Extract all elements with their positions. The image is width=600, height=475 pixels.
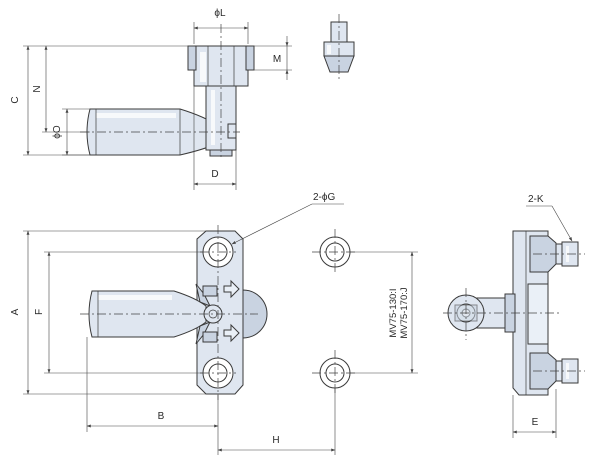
end-view: 2-K E <box>443 194 585 438</box>
dim-f: F <box>34 251 203 374</box>
dim-h: H <box>217 388 336 455</box>
label-a: A <box>10 308 21 315</box>
front-view-handle <box>88 290 207 338</box>
label-f: F <box>34 309 45 315</box>
label-b: B <box>158 411 165 422</box>
label-e: E <box>532 417 539 428</box>
label-h: H <box>272 435 279 446</box>
dim-a: A <box>10 230 206 395</box>
cam-knob <box>195 283 223 345</box>
label-c: C <box>10 96 21 103</box>
direction-arrow-icon <box>223 279 240 299</box>
mounting-hole-pattern: MV75-130:I MV75-170:J <box>312 229 418 396</box>
label-model-i: MV75-130:I <box>388 288 399 337</box>
dim-e: E <box>512 389 557 438</box>
leader-2-phi-g: 2-ϕG <box>231 192 344 245</box>
dim-c: C <box>10 45 194 156</box>
pattern-hole-top <box>312 229 358 275</box>
front-view: 2-ϕG A F B H <box>10 192 344 455</box>
label-d: D <box>211 169 218 180</box>
label-n: N <box>32 85 43 92</box>
top-end-view <box>323 14 355 80</box>
leader-2-k: 2-K <box>526 194 573 242</box>
dim-n: N <box>32 45 90 133</box>
dim-b: B <box>86 337 219 455</box>
side-view: ϕL M C N ϕO <box>10 8 292 190</box>
label-phi-o: ϕO <box>52 125 63 139</box>
direction-arrow-icon-2 <box>223 323 240 343</box>
dim-m: M <box>248 36 292 80</box>
label-2-k: 2-K <box>528 194 544 205</box>
label-m: M <box>273 54 281 65</box>
dim-d: D <box>193 86 237 190</box>
label-model-j: MV75-170:J <box>399 287 410 338</box>
dim-phi-o: ϕO <box>52 108 90 156</box>
label-2-phi-g: 2-ϕG <box>313 192 335 203</box>
dim-phi-l: ϕL <box>193 8 249 44</box>
label-phi-l: ϕL <box>214 8 226 19</box>
pattern-hole-bottom <box>312 350 358 396</box>
dim-hole-pitch: MV75-130:I MV75-170:J <box>350 251 418 374</box>
